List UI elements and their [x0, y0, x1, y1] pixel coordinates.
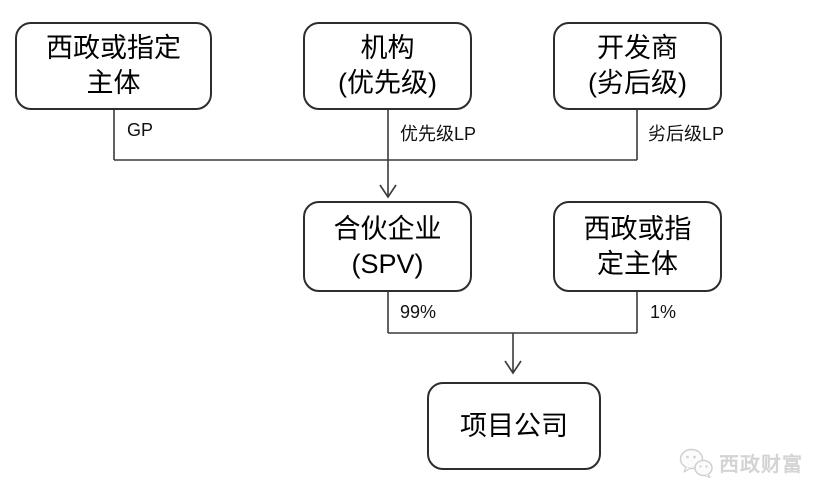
node-partnership-spv-label: 合伙企业 (SPV): [333, 213, 442, 279]
node-developer-junior: 开发商 (劣后级): [553, 22, 722, 110]
node-xizheng-gp-label: 西政或指定 主体: [46, 33, 181, 98]
node-xizheng-designated-label: 西政或指 定主体: [583, 213, 692, 279]
node-institution-senior: 机构 (优先级): [303, 22, 472, 110]
node-developer-junior-label: 开发商 (劣后级): [588, 33, 687, 98]
watermark-text: 西政财富: [719, 454, 803, 476]
edge-label-spv-share: 99%: [400, 302, 437, 322]
node-xizheng-gp: 西政或指定 主体: [15, 22, 212, 110]
edge-label-gp: GP: [127, 120, 154, 140]
node-partnership-spv: 合伙企业 (SPV): [303, 201, 472, 292]
node-project-company: 项目公司: [427, 382, 601, 470]
arrowhead-into-spv: [379, 184, 397, 199]
node-institution-senior-label: 机构 (优先级): [338, 33, 437, 98]
edge-label-senior-lp: 优先级LP: [400, 124, 477, 144]
watermark: 西政财富: [679, 447, 803, 478]
edge-label-junior-lp: 劣后级LP: [648, 124, 725, 144]
node-xizheng-designated: 西政或指 定主体: [553, 201, 722, 292]
arrowhead-into-project: [504, 360, 522, 375]
edge-label-designated-share: 1%: [650, 302, 677, 322]
wechat-icon: [679, 448, 713, 478]
node-project-company-label: 项目公司: [460, 410, 568, 441]
